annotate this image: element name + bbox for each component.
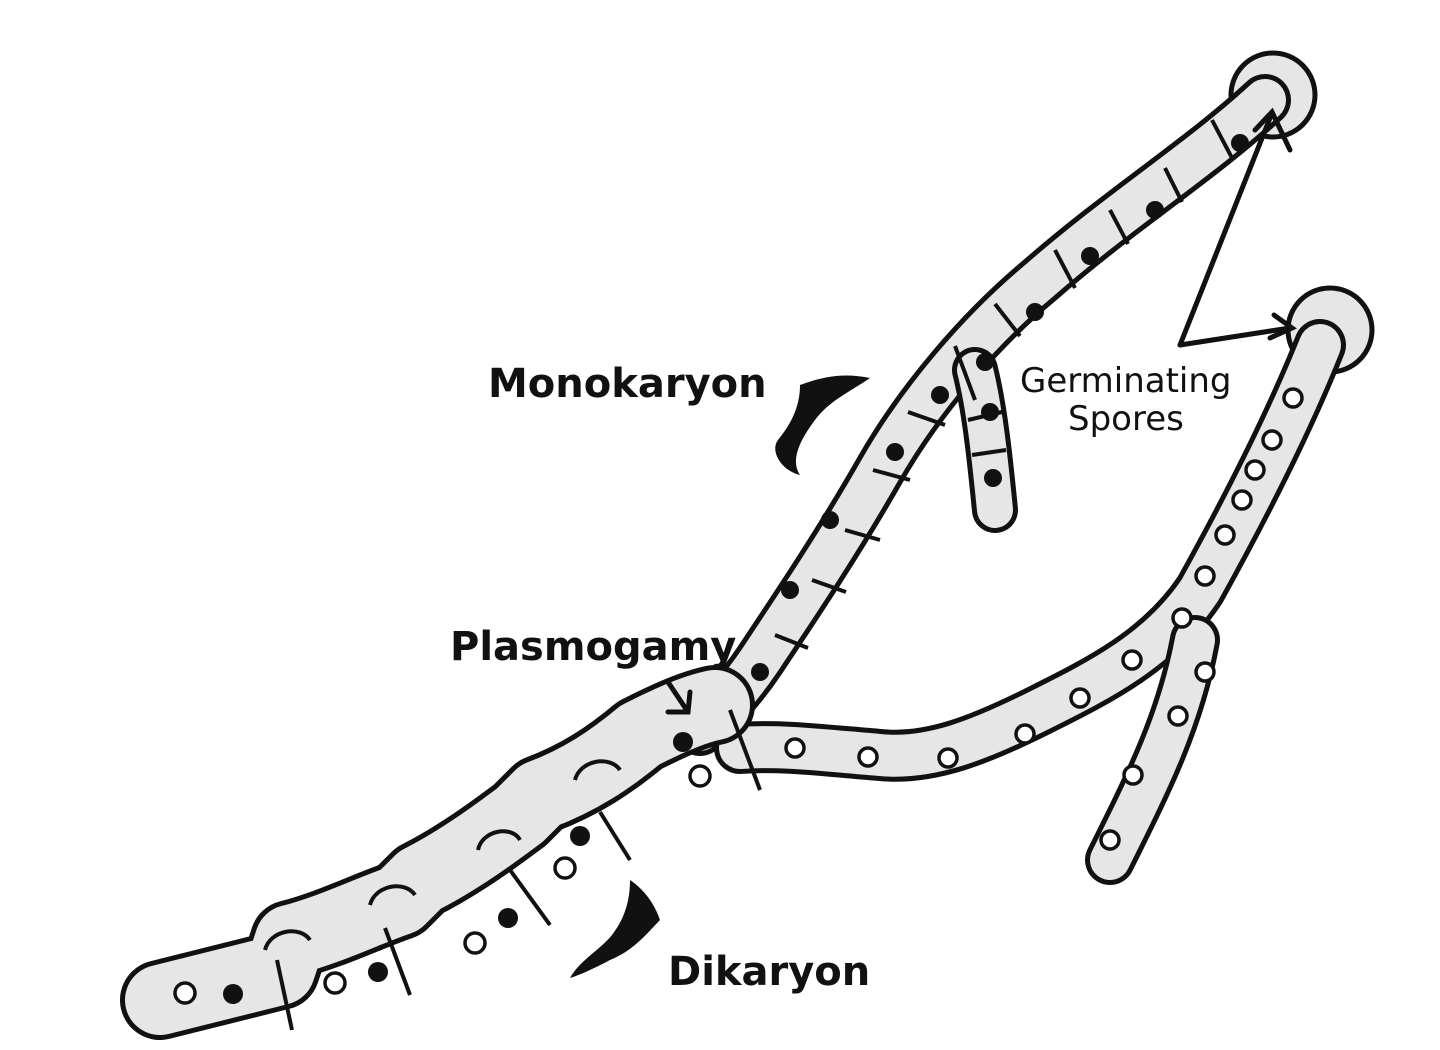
plasmogamy-label: Plasmogamy — [450, 624, 736, 670]
germinating-spores-arrows — [1177, 107, 1297, 348]
monokaryon-hypha-light — [714, 319, 1346, 885]
dikaryon-nuclei — [173, 732, 712, 1005]
dikaryon-hypha — [120, 665, 762, 1040]
plasmogamy-arrow — [665, 679, 693, 715]
dikaryon-label: Dikaryon — [668, 949, 870, 995]
monokaryon-brace — [775, 375, 870, 475]
germinating-label-line2: Spores — [1068, 399, 1184, 439]
germinating-label-line1: Germinating — [1020, 361, 1232, 401]
monokaryon-hypha-dark — [674, 74, 1291, 756]
dikaryon-brace — [570, 880, 660, 978]
monokaryon-label: Monokaryon — [488, 361, 767, 407]
